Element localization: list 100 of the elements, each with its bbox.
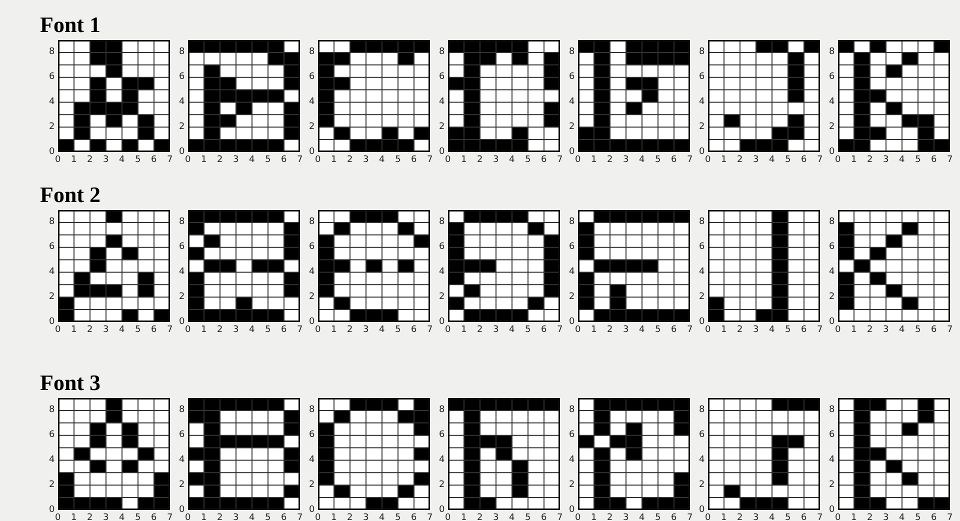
axis-tick-label: 0 bbox=[445, 155, 451, 165]
axis-tick-label: 8 bbox=[439, 405, 445, 416]
axis-tick-label: 5 bbox=[395, 325, 401, 335]
axis-tick-label: 2 bbox=[347, 325, 353, 335]
axis-tick-label: 0 bbox=[575, 513, 581, 521]
axis-tick-label: 6 bbox=[931, 325, 937, 335]
axis-tick-label: 0 bbox=[569, 317, 575, 327]
axis-tick-label: 2 bbox=[309, 292, 315, 302]
axis-tick-label: 6 bbox=[439, 430, 445, 440]
axis-tick-label: 7 bbox=[817, 325, 823, 335]
axis-tick-label: 2 bbox=[477, 325, 483, 335]
axis-tick-label: 3 bbox=[753, 513, 759, 521]
axis-tick-label: 6 bbox=[179, 72, 185, 82]
axis-tick-label: 7 bbox=[817, 513, 823, 521]
axis-tick-label: 0 bbox=[179, 505, 185, 515]
axis-tick-label: 0 bbox=[185, 513, 191, 521]
axis-tick-label: 0 bbox=[185, 325, 191, 335]
axis-tick-label: 6 bbox=[671, 155, 677, 165]
axis-tick-label: 6 bbox=[671, 325, 677, 335]
axis-tick-label: 4 bbox=[49, 267, 55, 278]
axis-tick-label: 3 bbox=[753, 155, 759, 165]
axis-tick-label: 6 bbox=[411, 513, 417, 521]
axis-tick-label: 6 bbox=[569, 72, 575, 82]
axis-tick-label: 7 bbox=[687, 155, 693, 165]
axis-tick-label: 1 bbox=[331, 155, 337, 165]
axis-tick-label: 5 bbox=[785, 513, 791, 521]
axis-tick-label: 4 bbox=[899, 513, 905, 521]
axis-tick-label: 0 bbox=[315, 155, 321, 165]
axis-tick-label: 4 bbox=[639, 325, 645, 335]
axis-tick-label: 6 bbox=[151, 513, 157, 521]
axis-tick-label: 7 bbox=[557, 325, 563, 335]
axis-tick-label: 2 bbox=[49, 292, 55, 302]
axis-tick-label: 4 bbox=[249, 155, 255, 165]
axis-tick-label: 6 bbox=[281, 513, 287, 521]
axis-tick-label: 4 bbox=[249, 325, 255, 335]
axis-tick-label: 6 bbox=[281, 155, 287, 165]
axis-tick-label: 7 bbox=[947, 513, 953, 521]
axis-tick-label: 4 bbox=[379, 155, 385, 165]
axis-tick-label: 6 bbox=[699, 430, 705, 440]
axis-tick-label: 5 bbox=[915, 155, 921, 165]
axis-tick-label: 7 bbox=[167, 325, 173, 335]
axis-tick-label: 6 bbox=[541, 155, 547, 165]
axis-tick-label: 5 bbox=[135, 513, 141, 521]
axis-tick-label: 5 bbox=[525, 155, 531, 165]
axis-tick-label: 2 bbox=[737, 155, 743, 165]
axis-tick-label: 4 bbox=[119, 513, 125, 521]
axis-tick-label: 2 bbox=[867, 325, 873, 335]
axis-tick-label: 7 bbox=[297, 155, 303, 165]
axis-tick-label: 0 bbox=[185, 155, 191, 165]
axis-tick-label: 4 bbox=[699, 267, 705, 278]
axis-tick-label: 4 bbox=[379, 513, 385, 521]
axis-tick-label: 0 bbox=[705, 155, 711, 165]
axis-tick-label: 3 bbox=[103, 513, 109, 521]
axis-tick-label: 3 bbox=[493, 155, 499, 165]
axis-tick-label: 6 bbox=[49, 242, 55, 252]
axis-tick-label: 7 bbox=[557, 155, 563, 165]
axis-tick-label: 6 bbox=[151, 325, 157, 335]
axis-tick-label: 8 bbox=[829, 217, 835, 228]
axis-tick-label: 7 bbox=[427, 513, 433, 521]
axis-tick-label: 1 bbox=[851, 325, 857, 335]
axis-tick-label: 2 bbox=[737, 513, 743, 521]
axis-tick-label: 5 bbox=[135, 325, 141, 335]
axis-tick-label: 8 bbox=[179, 47, 185, 58]
axis-tick-label: 0 bbox=[439, 317, 445, 327]
axis-tick-label: 2 bbox=[179, 480, 185, 490]
axis-tick-label: 2 bbox=[607, 155, 613, 165]
axis-tick-label: 0 bbox=[49, 317, 55, 327]
axis-tick-label: 6 bbox=[439, 242, 445, 252]
axis-tick-label: 2 bbox=[217, 513, 223, 521]
axis-tick-label: 8 bbox=[309, 405, 315, 416]
axis-tick-label: 6 bbox=[801, 513, 807, 521]
axis-tick-label: 1 bbox=[201, 513, 207, 521]
axis-tick-label: 0 bbox=[705, 325, 711, 335]
axis-tick-label: 2 bbox=[569, 480, 575, 490]
axis-tick-label: 1 bbox=[591, 155, 597, 165]
axis-tick-label: 7 bbox=[687, 325, 693, 335]
axis-tick-label: 8 bbox=[439, 47, 445, 58]
axis-tick-label: 3 bbox=[883, 513, 889, 521]
axis-tick-label: 1 bbox=[851, 513, 857, 521]
axis-tick-label: 2 bbox=[829, 122, 835, 132]
axis-tick-label: 6 bbox=[699, 72, 705, 82]
axis-tick-label: 0 bbox=[179, 317, 185, 327]
axis-tick-label: 4 bbox=[119, 325, 125, 335]
axis-tick-label: 4 bbox=[509, 513, 515, 521]
axis-tick-label: 2 bbox=[699, 480, 705, 490]
axis-tick-label: 6 bbox=[179, 430, 185, 440]
axis-tick-label: 2 bbox=[607, 325, 613, 335]
axis-tick-label: 7 bbox=[687, 513, 693, 521]
axis-tick-label: 4 bbox=[179, 455, 185, 466]
axis-tick-label: 0 bbox=[835, 325, 841, 335]
axis-tick-label: 4 bbox=[49, 455, 55, 466]
axis-tick-label: 4 bbox=[769, 325, 775, 335]
axis-tick-label: 6 bbox=[801, 325, 807, 335]
axis-tick-label: 8 bbox=[309, 47, 315, 58]
axis-tick-label: 4 bbox=[829, 97, 835, 108]
axis-tick-label: 4 bbox=[309, 97, 315, 108]
axis-tick-label: 5 bbox=[655, 325, 661, 335]
axis-tick-label: 8 bbox=[309, 217, 315, 228]
axis-tick-label: 0 bbox=[829, 505, 835, 515]
axis-tick-label: 0 bbox=[55, 513, 61, 521]
